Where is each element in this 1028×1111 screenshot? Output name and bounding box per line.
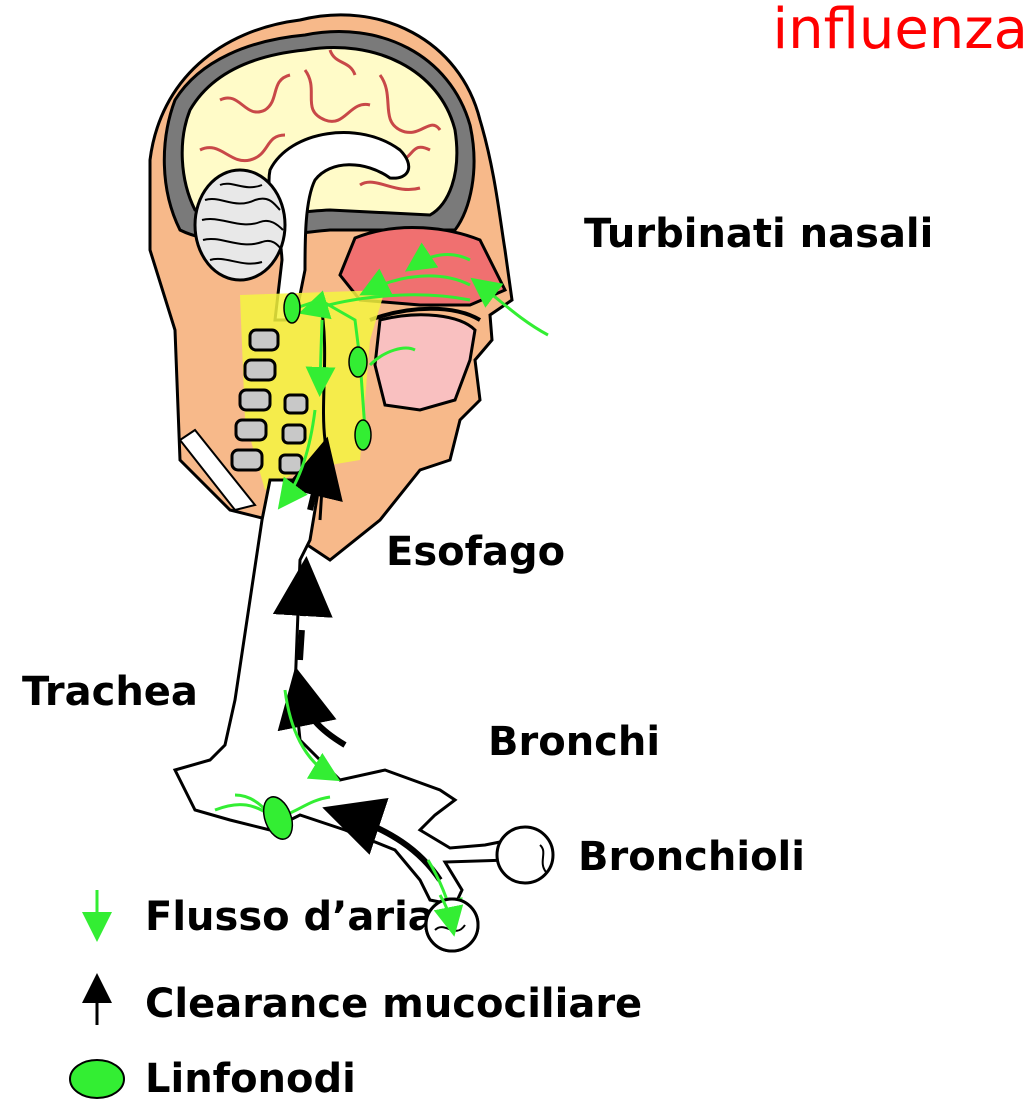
lymph-node	[284, 293, 300, 323]
legend-lymph-node-label: Linfonodi	[145, 1056, 356, 1102]
legend-lymph-node-icon	[70, 1060, 124, 1098]
label-bronchi: Bronchi	[488, 719, 660, 765]
label-turbinati-nasali: Turbinati nasali	[584, 211, 933, 257]
legend: Flusso d’aria Clearance mucociliare Linf…	[70, 890, 642, 1102]
lymph-node	[349, 347, 367, 377]
legend-airflow-label: Flusso d’aria	[145, 894, 435, 940]
label-trachea: Trachea	[22, 669, 198, 715]
label-bronchioli: Bronchioli	[578, 834, 805, 880]
bronchioli-alveolus-right	[497, 827, 553, 883]
legend-clearance-label: Clearance mucociliare	[145, 981, 642, 1027]
clearance-arrow-trachea-high	[300, 580, 305, 660]
diagram-title: influenza	[773, 0, 1028, 62]
label-esofago: Esofago	[386, 529, 565, 575]
head-illustration	[150, 15, 512, 560]
lymph-node	[355, 420, 371, 450]
clearance-arrow-trachea-low	[300, 690, 345, 745]
airflow-arrow-pharynx	[320, 320, 322, 385]
